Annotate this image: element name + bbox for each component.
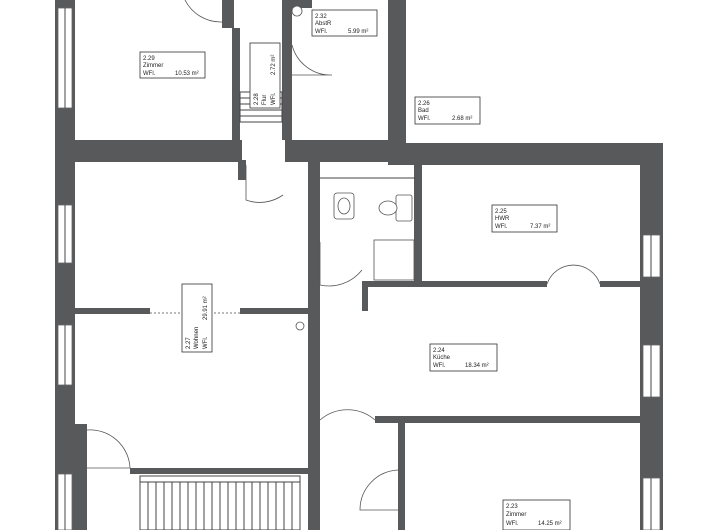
wall-v-wohnen-inner — [75, 424, 87, 530]
wall-h-wohnen-mid-right — [240, 308, 308, 314]
room-area: 2.72 m² — [271, 55, 277, 75]
column-marker-2 — [295, 321, 305, 331]
room-label-232: 2.32 AbstR WFl. 5.99 m² — [311, 9, 378, 37]
room-label-225: 2.25 HWR WFl. 7.37 m² — [491, 204, 558, 233]
wall-right-exterior — [640, 143, 663, 530]
room-area: 5.99 m² — [348, 29, 368, 35]
room-name: Zimmer — [506, 512, 526, 518]
door-wc — [319, 242, 363, 287]
room-label-223: 2.23 Zimmer WFl. 14.25 m² — [502, 499, 571, 530]
door-flur-bottom — [245, 165, 284, 203]
door-kitchen — [319, 409, 376, 421]
room-area-label: WFl. — [433, 363, 446, 369]
column-marker-1 — [291, 5, 303, 17]
wall-horizontal-upper-mid — [285, 140, 390, 162]
wall-horizontal-upper — [55, 140, 242, 162]
room-number: 2.26 — [418, 101, 430, 107]
wall-horizontal-upper-right — [388, 143, 663, 165]
stair-bottom — [139, 475, 301, 530]
wall-v-middle-lower — [308, 424, 320, 530]
wall-left-exterior — [55, 0, 75, 530]
wall-h-kitchen-bottom — [375, 416, 642, 423]
wall-h-232-top — [282, 0, 312, 8]
room-number: 2.32 — [315, 14, 327, 20]
room-area-label: WFl. — [506, 521, 519, 527]
windows-right — [642, 234, 661, 530]
room-area-label: WFl. — [203, 336, 209, 349]
room-area: 18.34 m² — [465, 363, 489, 369]
room-area: 10.53 m² — [175, 71, 199, 77]
walls — [55, 0, 663, 530]
wall-v-hwr-stub — [362, 281, 368, 311]
room-area: 7.37 m² — [530, 224, 550, 230]
wall-v-flur-right — [282, 0, 292, 140]
door-232 — [291, 44, 333, 76]
doors — [86, 0, 601, 511]
room-label-227: 2.27 Wohnen WFl. 29.91 m² — [181, 283, 213, 353]
shower-tray-icon — [373, 239, 415, 281]
door-229 — [184, 0, 223, 23]
room-area-label: WFl. — [418, 116, 431, 122]
room-label-226: 2.26 Bad WFl. 2.68 m² — [414, 96, 481, 125]
room-name: Flur — [262, 95, 268, 105]
room-number: 2.23 — [506, 504, 518, 510]
room-name: Bad — [418, 108, 429, 114]
room-label-229: 2.29 Zimmer WFl. 10.53 m² — [139, 51, 206, 79]
wall-h-hwr-bottom — [362, 281, 547, 287]
wall-h-wohnen-mid-left — [75, 308, 150, 314]
door-hwr — [546, 264, 601, 285]
toilet-icon — [395, 194, 413, 222]
wall-v-wc-right — [414, 162, 422, 282]
room-label-224: 2.24 Küche WFl. 18.34 m² — [429, 343, 498, 372]
wall-v-223-left — [398, 423, 405, 530]
room-area: 2.68 m² — [452, 116, 472, 122]
room-area-label: WFl. — [495, 224, 508, 230]
room-number: 2.29 — [143, 56, 155, 62]
room-number: 2.28 — [254, 93, 260, 105]
wall-h-hwr-bottom-right — [600, 281, 642, 287]
room-area-label: WFl. — [315, 29, 328, 35]
door-wohnen — [86, 429, 131, 469]
room-number: 2.27 — [186, 337, 192, 349]
room-name: AbstR — [315, 21, 332, 27]
wall-v-stair — [238, 160, 246, 180]
room-number: 2.25 — [495, 209, 507, 215]
wall-v-middle — [308, 162, 320, 424]
room-area: 14.25 m² — [538, 521, 562, 527]
room-name: HWR — [495, 216, 510, 222]
wall-v-flur-left — [232, 28, 240, 140]
windows-left — [57, 7, 73, 530]
room-area-label: WFl. — [143, 71, 156, 77]
wall-v-abstr-bad — [388, 0, 406, 145]
wc-fixtures — [291, 5, 415, 331]
wall-h-wohnen-bottom — [130, 468, 310, 474]
room-name: Wohnen — [194, 327, 200, 349]
room-area-label: WFl. — [271, 92, 277, 105]
room-name: Küche — [433, 355, 451, 361]
wall-v-229 — [222, 0, 234, 28]
room-label-228: 2.28 Flur WFl. 2.72 m² — [249, 42, 281, 109]
room-name: Zimmer — [143, 63, 163, 69]
room-number: 2.24 — [433, 348, 445, 354]
room-area: 29.91 m² — [203, 296, 209, 320]
door-223 — [359, 469, 399, 511]
